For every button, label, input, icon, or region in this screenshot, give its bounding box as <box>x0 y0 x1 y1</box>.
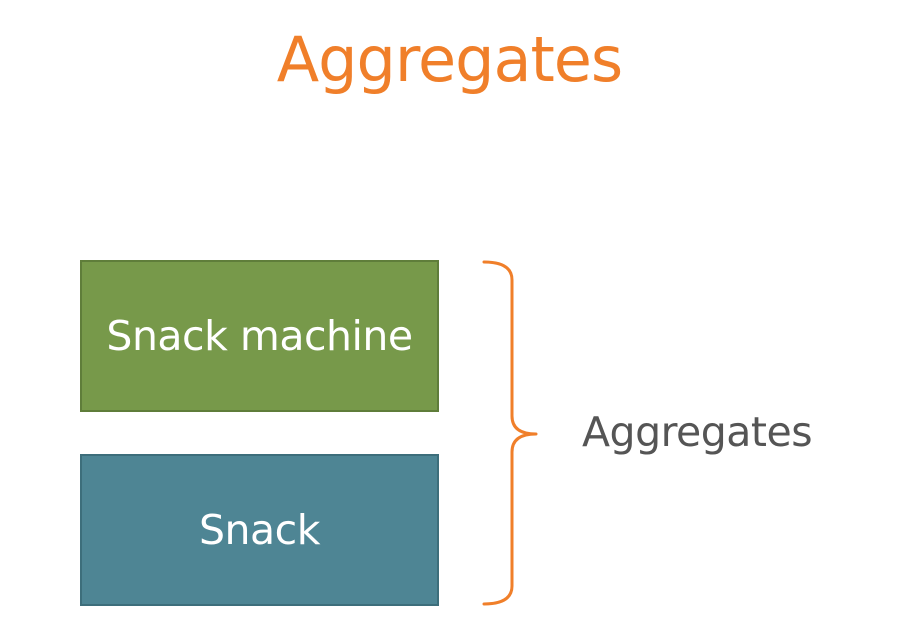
brace-path <box>482 260 538 606</box>
snack-label: Snack <box>199 506 320 554</box>
snack-box: Snack <box>80 454 439 606</box>
slide-title: Aggregates <box>276 23 624 96</box>
aggregates-label: Aggregates <box>582 408 813 456</box>
snack-machine-box: Snack machine <box>80 260 439 412</box>
right-curly-brace <box>482 260 538 606</box>
snack-machine-label: Snack machine <box>106 312 413 360</box>
